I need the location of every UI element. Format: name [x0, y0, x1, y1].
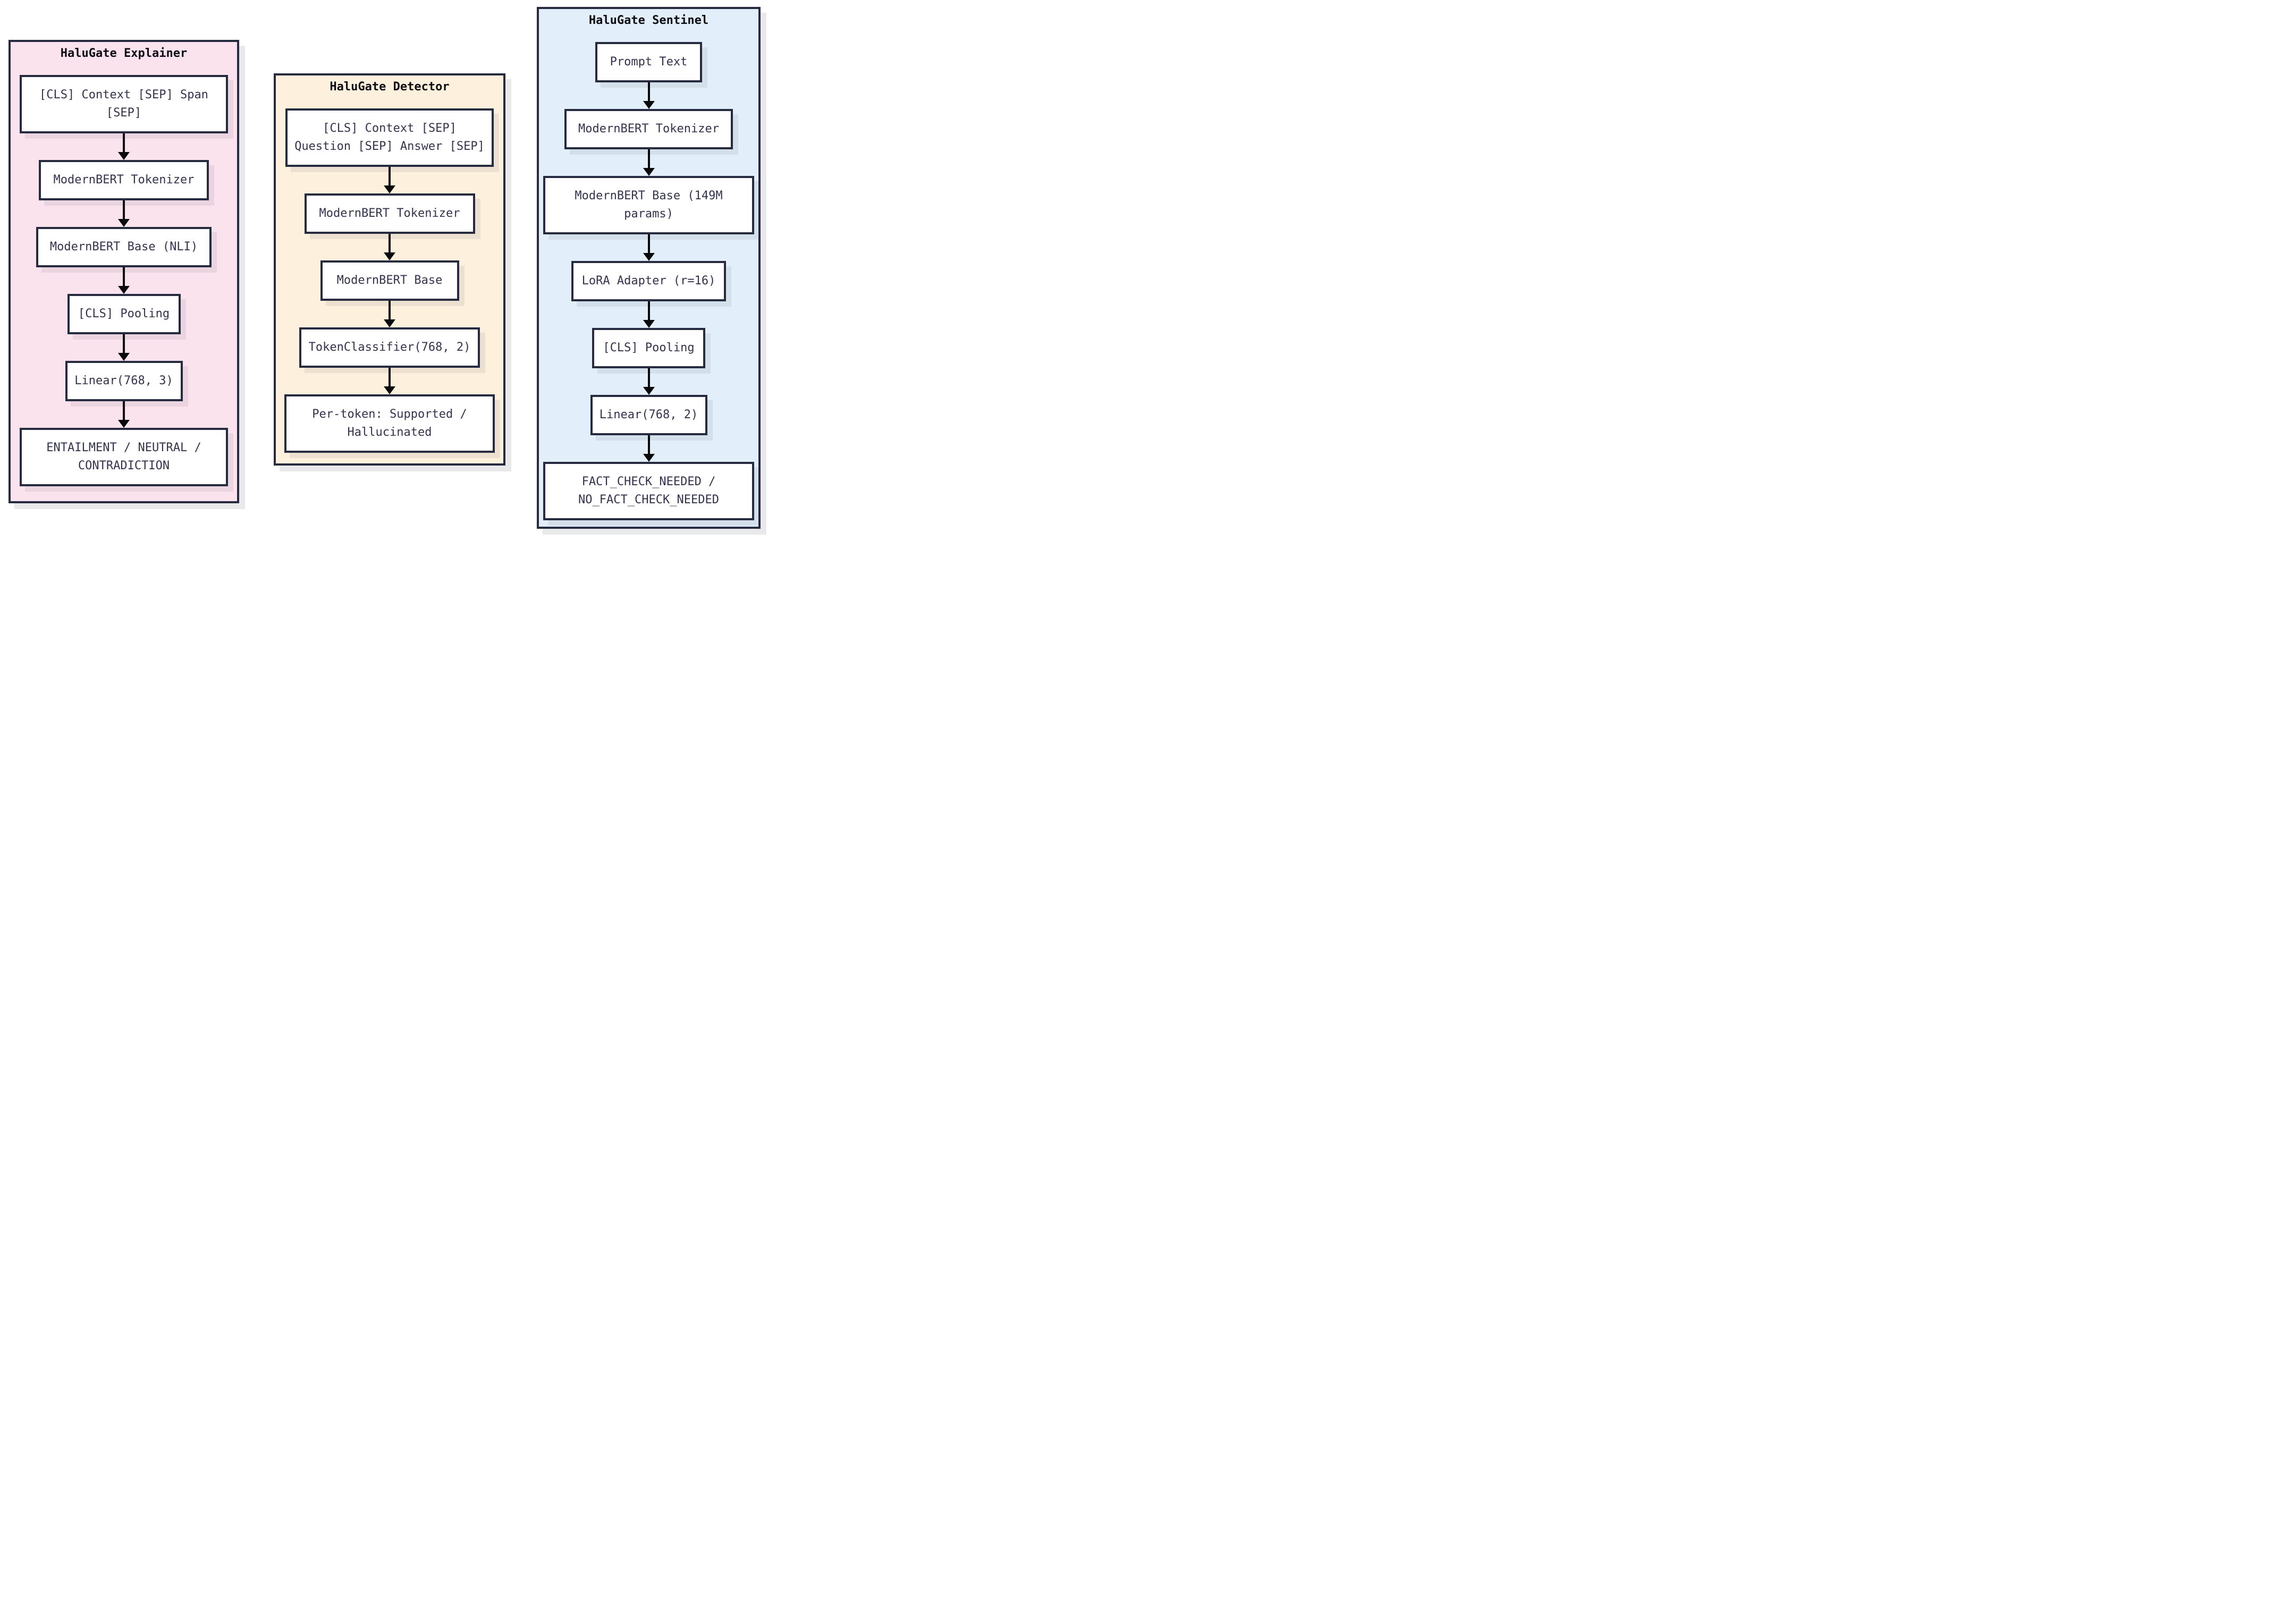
panel-title-sentinel: HaluGate Sentinel [588, 14, 709, 27]
arrow-stem [123, 401, 125, 420]
arrow-stem [389, 301, 391, 319]
flow-arrow-down [384, 167, 395, 193]
arrow-stem [389, 234, 391, 252]
flow-node: [CLS] Pooling [592, 328, 705, 368]
panel-halugate-explainer: HaluGate Explainer [CLS] Context [SEP] S… [9, 40, 239, 503]
arrow-stem [647, 82, 650, 101]
flow-arrow-down [384, 301, 395, 327]
arrow-head-icon [118, 286, 130, 294]
flow-arrow-down [118, 267, 130, 294]
arrow-head-icon [643, 387, 655, 395]
arrow-stem [647, 368, 650, 387]
arrow-head-icon [643, 168, 655, 176]
flow-node: FACT_CHECK_NEEDED / NO_FACT_CHECK_NEEDED [543, 462, 754, 520]
arrow-head-icon [118, 219, 130, 227]
flow-node: ENTAILMENT / NEUTRAL / CONTRADICTION [20, 428, 228, 486]
arrow-stem [123, 267, 125, 286]
panel-title-detector: HaluGate Detector [330, 80, 450, 94]
flow-node: ModernBERT Base (149M params) [543, 176, 754, 234]
flow-node: [CLS] Context [SEP] Question [SEP] Answe… [285, 108, 494, 167]
arrow-head-icon [643, 454, 655, 462]
flow-node: ModernBERT Tokenizer [39, 160, 209, 200]
flow-arrow-down [118, 334, 130, 361]
flow-column-detector: [CLS] Context [SEP] Question [SEP] Answe… [276, 108, 503, 453]
flow-arrow-down [118, 401, 130, 428]
arrow-head-icon [384, 185, 395, 193]
flow-node: LoRA Adapter (r=16) [571, 261, 726, 301]
arrow-head-icon [118, 152, 130, 160]
arrow-head-icon [118, 353, 130, 361]
flow-arrow-down [118, 133, 130, 160]
flow-arrow-down [118, 200, 130, 227]
flow-node: ModernBERT Base (NLI) [36, 227, 212, 267]
panel-title-explainer: HaluGate Explainer [60, 47, 188, 60]
flow-node: TokenClassifier(768, 2) [299, 327, 480, 368]
arrow-head-icon [643, 253, 655, 261]
arrow-stem [647, 435, 650, 454]
flow-node: ModernBERT Base [320, 260, 459, 301]
flow-arrow-down [384, 234, 395, 260]
flow-arrow-down [643, 301, 655, 328]
arrow-head-icon [384, 386, 395, 394]
flow-arrow-down [384, 368, 395, 394]
flow-node: Linear(768, 2) [590, 395, 707, 435]
flow-node: ModernBERT Tokenizer [304, 193, 475, 234]
arrow-stem [123, 200, 125, 219]
arrow-head-icon [643, 320, 655, 328]
flow-arrow-down [643, 234, 655, 261]
flow-arrow-down [643, 149, 655, 176]
arrow-head-icon [643, 101, 655, 109]
arrow-stem [389, 167, 391, 185]
arrow-stem [389, 368, 391, 386]
flow-node: ModernBERT Tokenizer [564, 109, 733, 149]
arrow-stem [123, 133, 125, 152]
flow-column-explainer: [CLS] Context [SEP] Span [SEP] ModernBERT… [11, 75, 237, 486]
panel-halugate-detector: HaluGate Detector [CLS] Context [SEP] Qu… [274, 73, 505, 466]
arrow-stem [647, 301, 650, 320]
flow-arrow-down [643, 435, 655, 462]
arrow-stem [123, 334, 125, 353]
diagram-canvas: HaluGate Explainer [CLS] Context [SEP] S… [0, 0, 765, 533]
flow-node: [CLS] Pooling [67, 294, 181, 334]
flow-node: [CLS] Context [SEP] Span [SEP] [20, 75, 228, 133]
arrow-head-icon [384, 319, 395, 327]
arrow-head-icon [118, 420, 130, 428]
flow-node: Linear(768, 3) [65, 361, 183, 401]
arrow-stem [647, 234, 650, 253]
flow-arrow-down [643, 368, 655, 395]
arrow-stem [647, 149, 650, 168]
arrow-head-icon [384, 252, 395, 260]
flow-node: Prompt Text [595, 42, 702, 82]
flow-node: Per-token: Supported / Hallucinated [284, 394, 495, 453]
flow-arrow-down [643, 82, 655, 109]
